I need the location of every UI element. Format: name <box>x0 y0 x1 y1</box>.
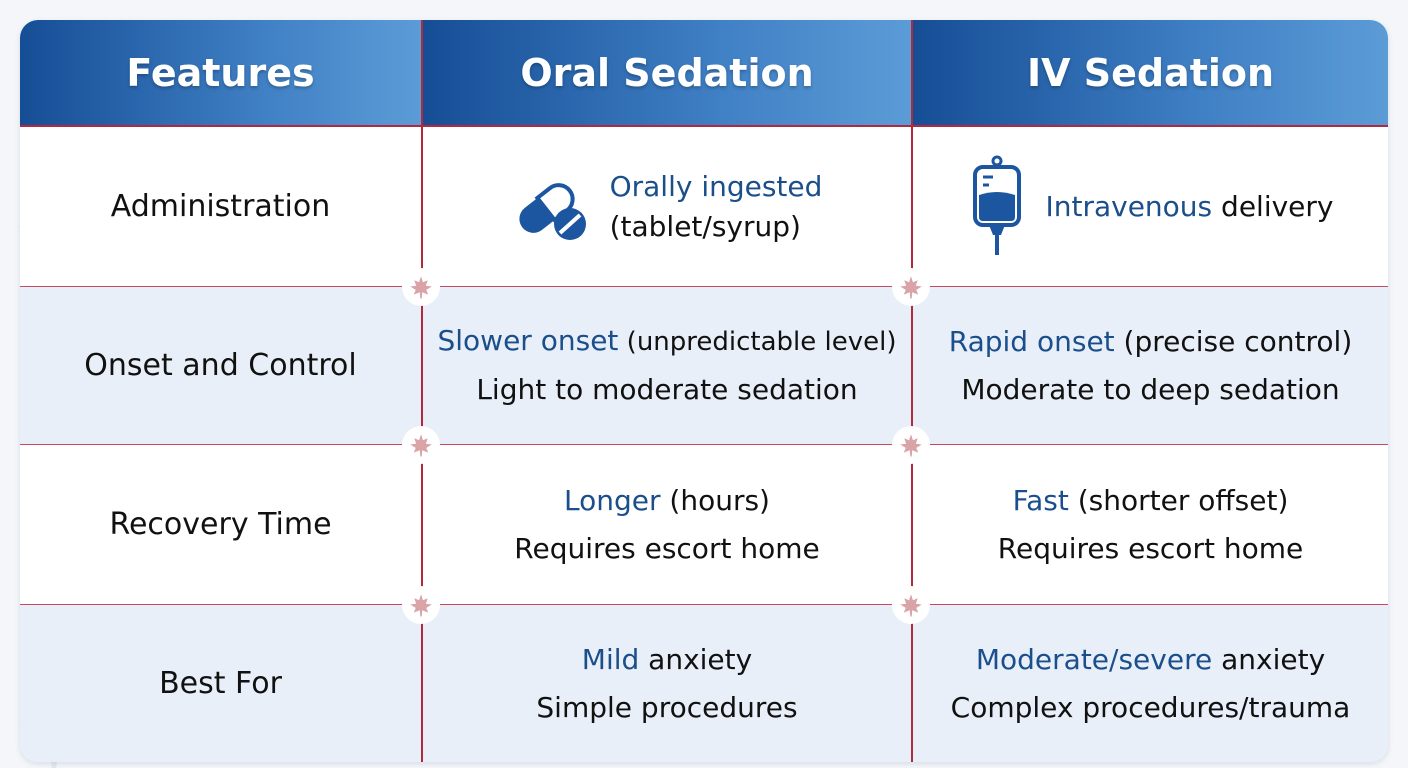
feature-label: Best For <box>159 665 282 701</box>
iv-recovery-cell: Fast (shorter offset) Requires escort ho… <box>911 445 1388 604</box>
iv-bag-icon <box>973 155 1022 255</box>
feature-label: Administration <box>110 188 331 224</box>
iv-best-for-cell: Moderate/severe anxiety Complex procedur… <box>911 605 1388 762</box>
oral-recovery-rest: (hours) <box>660 483 770 517</box>
maple-leaf-icon <box>892 268 930 306</box>
maple-leaf-icon <box>402 426 440 464</box>
maple-leaf-icon <box>402 586 440 624</box>
oral-onset-rest: (unpredictable level) <box>618 327 897 357</box>
oral-recovery-highlight: Longer <box>564 483 661 517</box>
iv-recovery-line2: Requires escort home <box>997 531 1304 565</box>
iv-onset-line1: Rapid onset (precise control) <box>949 318 1353 366</box>
oral-onset-cell: Slower onset (unpredictable level) Light… <box>421 287 911 444</box>
oral-recovery-line2: Requires escort home <box>514 531 820 565</box>
table-header-row: Features Oral Sedation IV Sedation <box>20 20 1388 127</box>
iv-recovery-rest: (shorter offset) <box>1068 483 1289 517</box>
iv-onset-line2: Moderate to deep sedation <box>961 372 1340 406</box>
iv-recovery-highlight: Fast <box>1012 483 1069 517</box>
maple-leaf-icon <box>892 426 930 464</box>
oral-best-for-rest: anxiety <box>639 642 753 676</box>
iv-administration-text: Intravenous delivery <box>1045 187 1333 227</box>
feature-label: Recovery Time <box>109 506 332 542</box>
feature-label: Onset and Control <box>84 347 357 383</box>
iv-best-for-highlight: Moderate/severe <box>975 642 1213 676</box>
oral-best-for-highlight: Mild <box>581 642 640 676</box>
oral-onset-highlight: Slower onset <box>437 324 619 357</box>
oral-recovery-line1: Longer (hours) <box>564 477 770 525</box>
maple-leaf-icon <box>892 586 930 624</box>
table-row-administration: Administration Orally ingested (tablet/s… <box>20 127 1388 287</box>
oral-onset-line1: Slower onset (unpredictable level) <box>438 317 897 366</box>
header-iv-sedation: IV Sedation <box>911 20 1388 125</box>
table-row-onset-control: Onset and Control Slower onset (unpredic… <box>20 287 1388 445</box>
oral-administration-line2: (tablet/syrup) <box>609 209 801 243</box>
header-oral-sedation: Oral Sedation <box>421 20 911 125</box>
iv-administration-highlight: Intravenous <box>1045 189 1213 223</box>
oral-administration-cell: Orally ingested (tablet/syrup) <box>421 127 911 286</box>
iv-recovery-line1: Fast (shorter offset) <box>1013 477 1289 525</box>
table-row-best-for: Best For Mild anxiety Simple procedures … <box>20 605 1388 762</box>
pill-icon <box>518 182 586 240</box>
oral-administration-text: Orally ingested (tablet/syrup) <box>610 167 823 247</box>
iv-onset-highlight: Rapid onset <box>948 324 1115 358</box>
comparison-table: Features Oral Sedation IV Sedation Admin… <box>20 20 1388 762</box>
table-row-recovery-time: Recovery Time Longer (hours) Requires es… <box>20 445 1388 605</box>
oral-recovery-cell: Longer (hours) Requires escort home <box>421 445 911 604</box>
iv-best-for-rest: anxiety <box>1212 642 1326 676</box>
iv-onset-rest: (precise control) <box>1114 324 1353 358</box>
oral-best-for-line1: Mild anxiety <box>582 636 752 684</box>
iv-onset-cell: Rapid onset (precise control) Moderate t… <box>911 287 1388 444</box>
oral-administration-highlight: Orally ingested <box>609 169 823 203</box>
iv-best-for-line1: Moderate/severe anxiety <box>976 636 1325 684</box>
iv-administration-line: Intravenous delivery <box>1045 187 1333 227</box>
maple-leaf-icon <box>402 268 440 306</box>
iv-best-for-line2: Complex procedures/trauma <box>950 690 1351 724</box>
header-features: Features <box>20 20 421 125</box>
oral-best-for-cell: Mild anxiety Simple procedures <box>421 605 911 762</box>
iv-administration-cell: Intravenous delivery <box>911 127 1388 286</box>
oral-onset-line2: Light to moderate sedation <box>476 373 858 406</box>
iv-administration-rest: delivery <box>1212 189 1334 223</box>
oral-best-for-line2: Simple procedures <box>536 690 798 724</box>
